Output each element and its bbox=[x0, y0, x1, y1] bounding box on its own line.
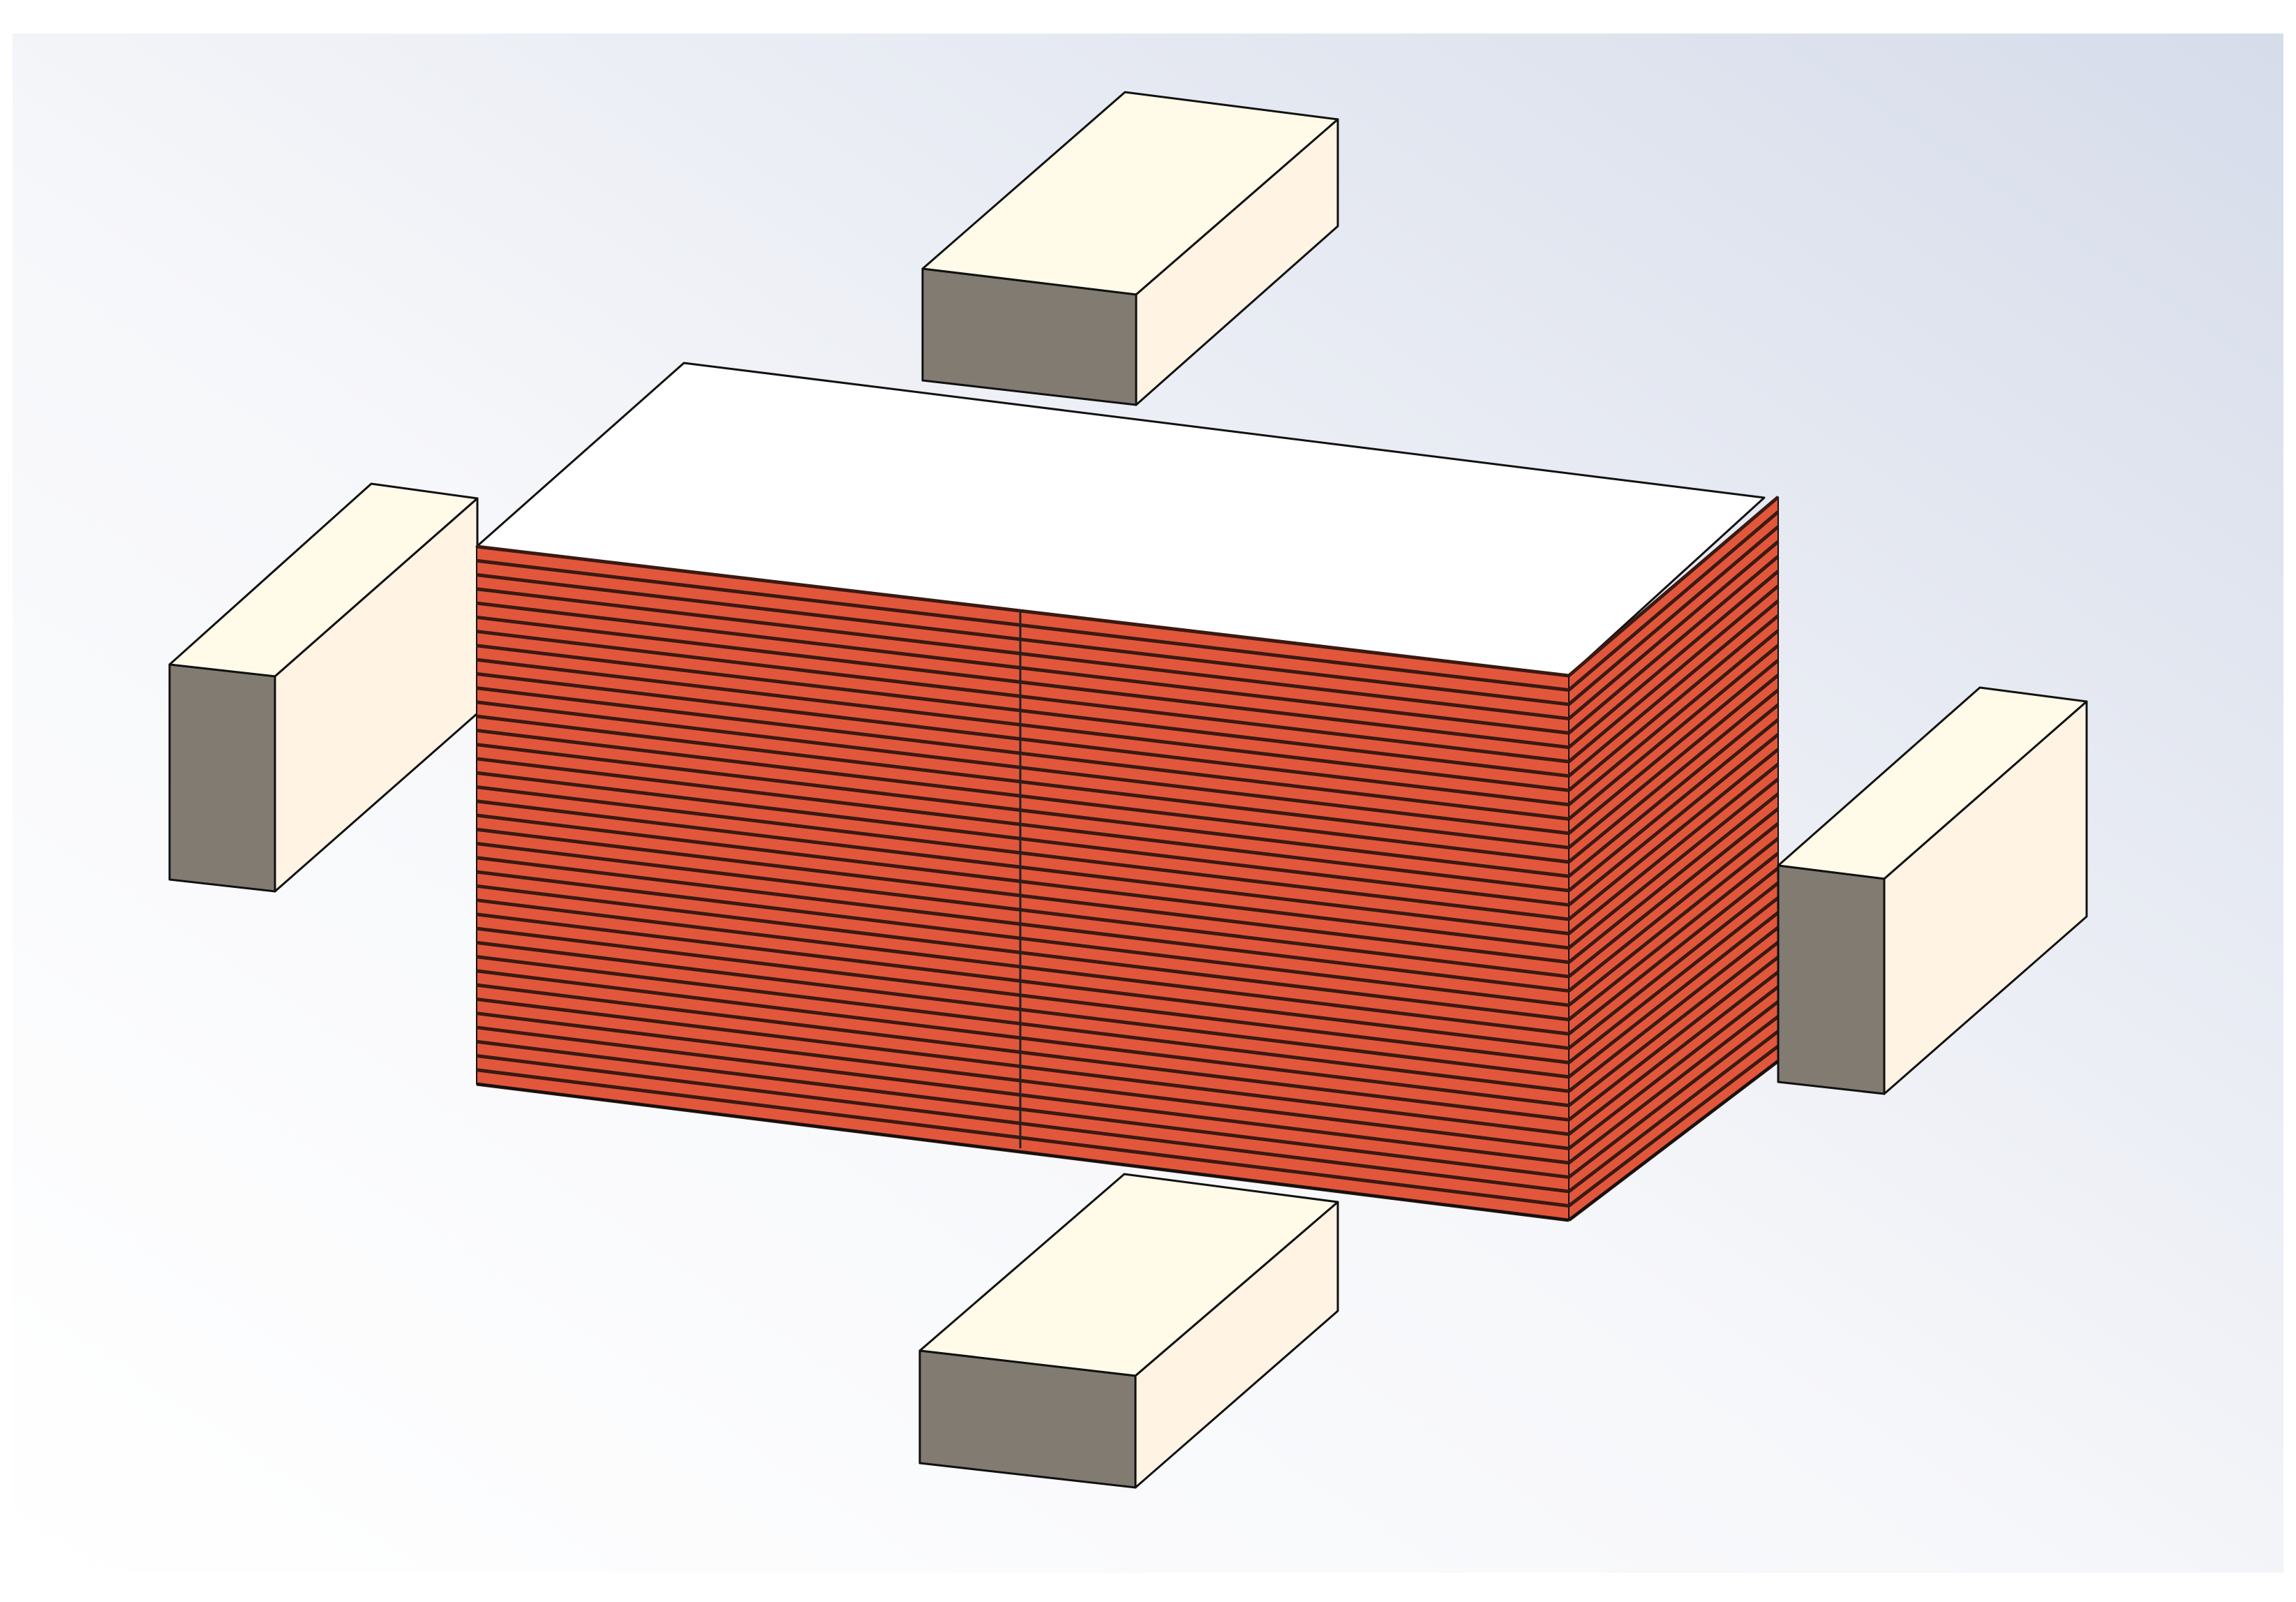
lamination-line-side bbox=[1567, 866, 1780, 1036]
block-left-front-face bbox=[168, 663, 276, 893]
lamination-line-side bbox=[1567, 822, 1780, 993]
lamination-line-side bbox=[1567, 911, 1780, 1078]
lamination-line-front bbox=[476, 658, 1570, 792]
lamination-line-front bbox=[476, 912, 1570, 1051]
lamination-line-side bbox=[1567, 792, 1780, 964]
lamination-line-front bbox=[476, 672, 1570, 807]
lamination-line-front bbox=[476, 558, 1570, 692]
lamination-line-side bbox=[1567, 1044, 1780, 1208]
lamination-line-side bbox=[1567, 644, 1780, 821]
lamination-line-front bbox=[476, 615, 1570, 750]
lamination-line-side bbox=[1567, 1015, 1780, 1179]
lamination-line-front bbox=[476, 686, 1570, 821]
lamination-line-front bbox=[476, 644, 1570, 778]
lamination-line-side bbox=[1567, 584, 1780, 764]
lamination-line-side bbox=[1567, 570, 1780, 749]
lamination-line-side bbox=[1567, 614, 1780, 792]
lamination-line-front bbox=[476, 827, 1570, 965]
lamination-line-front bbox=[476, 743, 1570, 878]
lamination-line-side bbox=[1567, 778, 1780, 949]
block-right bbox=[1777, 686, 2088, 1095]
lamination-line-front bbox=[476, 983, 1570, 1122]
lamination-line-side bbox=[1567, 688, 1780, 863]
lamination-line-side bbox=[1567, 956, 1780, 1122]
lamination-line-side bbox=[1567, 985, 1780, 1150]
lamination-line-front bbox=[476, 601, 1570, 735]
block-bottom-front-face bbox=[918, 1349, 1137, 1489]
lamination-line-side bbox=[1567, 1030, 1780, 1193]
lamination-line-side bbox=[1567, 540, 1780, 720]
lamination-line-front bbox=[476, 1039, 1570, 1179]
lamination-line-side bbox=[1567, 703, 1780, 878]
lamination-layers bbox=[476, 496, 1780, 1222]
lamination-line-front bbox=[476, 544, 1570, 678]
lamination-line-front bbox=[476, 757, 1570, 893]
lamination-line-front bbox=[476, 728, 1570, 864]
lamination-line-front bbox=[476, 785, 1570, 921]
lamination-line-side bbox=[1567, 852, 1780, 1021]
lamination-line-front bbox=[476, 799, 1570, 935]
lamination-line-side bbox=[1567, 762, 1780, 935]
lamination-line-front bbox=[476, 870, 1570, 1007]
lamination-line-side bbox=[1567, 599, 1780, 778]
lamination-line-side bbox=[1567, 555, 1780, 735]
lamination-line-side bbox=[1567, 525, 1780, 706]
lamination-line-front bbox=[476, 997, 1570, 1136]
block-left bbox=[168, 482, 479, 893]
lamination-line-front bbox=[476, 813, 1570, 950]
block-right-front-face bbox=[1777, 864, 1886, 1095]
lamination-line-front bbox=[476, 955, 1570, 1093]
lamination-line-front bbox=[476, 630, 1570, 764]
lamination-line-front bbox=[476, 1011, 1570, 1150]
lamination-line-side bbox=[1567, 940, 1780, 1107]
lamination-line-side bbox=[1567, 896, 1780, 1065]
stack-bottom-edge bbox=[476, 1083, 1570, 1222]
blocks-front bbox=[918, 686, 2088, 1489]
lamination-line-front bbox=[476, 714, 1570, 850]
lamination-line-side bbox=[1567, 629, 1780, 806]
laminated-stack bbox=[475, 362, 1780, 1222]
lamination-line-side bbox=[1567, 807, 1780, 979]
lamination-line-front bbox=[476, 884, 1570, 1022]
lamination-line-front bbox=[476, 856, 1570, 993]
lamination-line-front bbox=[476, 940, 1570, 1079]
lamination-line-side bbox=[1567, 658, 1780, 835]
lamination-line-front bbox=[476, 842, 1570, 979]
lamination-line-side bbox=[1567, 510, 1780, 692]
blocks-back bbox=[168, 91, 1339, 893]
lamination-line-front bbox=[476, 1053, 1570, 1194]
lamination-line-side bbox=[1567, 837, 1780, 1007]
block-bottom bbox=[918, 1173, 1339, 1489]
lamination-line-side bbox=[1567, 748, 1780, 921]
lamination-line-front bbox=[476, 1025, 1570, 1165]
block-top-front-face bbox=[921, 267, 1138, 406]
lamination-line-front bbox=[476, 898, 1570, 1036]
lamination-line-side bbox=[1567, 926, 1780, 1093]
lamination-line-side bbox=[1567, 881, 1780, 1050]
lamination-line-front bbox=[476, 700, 1570, 836]
lamination-line-front bbox=[476, 573, 1570, 706]
lamination-line-side bbox=[1567, 1000, 1780, 1164]
lamination-line-front bbox=[476, 1068, 1570, 1208]
lamination-line-side bbox=[1567, 674, 1780, 850]
block-top bbox=[921, 91, 1339, 406]
stack-side-bottom-edge bbox=[1568, 1060, 1779, 1222]
lamination-line-front bbox=[476, 587, 1570, 721]
lamination-line-side bbox=[1567, 718, 1780, 892]
lamination-line-front bbox=[476, 771, 1570, 907]
lamination-line-side bbox=[1567, 733, 1780, 907]
lamination-line-side bbox=[1567, 970, 1780, 1136]
lamination-line-side bbox=[1567, 496, 1780, 677]
lamination-line-front bbox=[476, 969, 1570, 1108]
lamination-line-front bbox=[476, 926, 1570, 1065]
